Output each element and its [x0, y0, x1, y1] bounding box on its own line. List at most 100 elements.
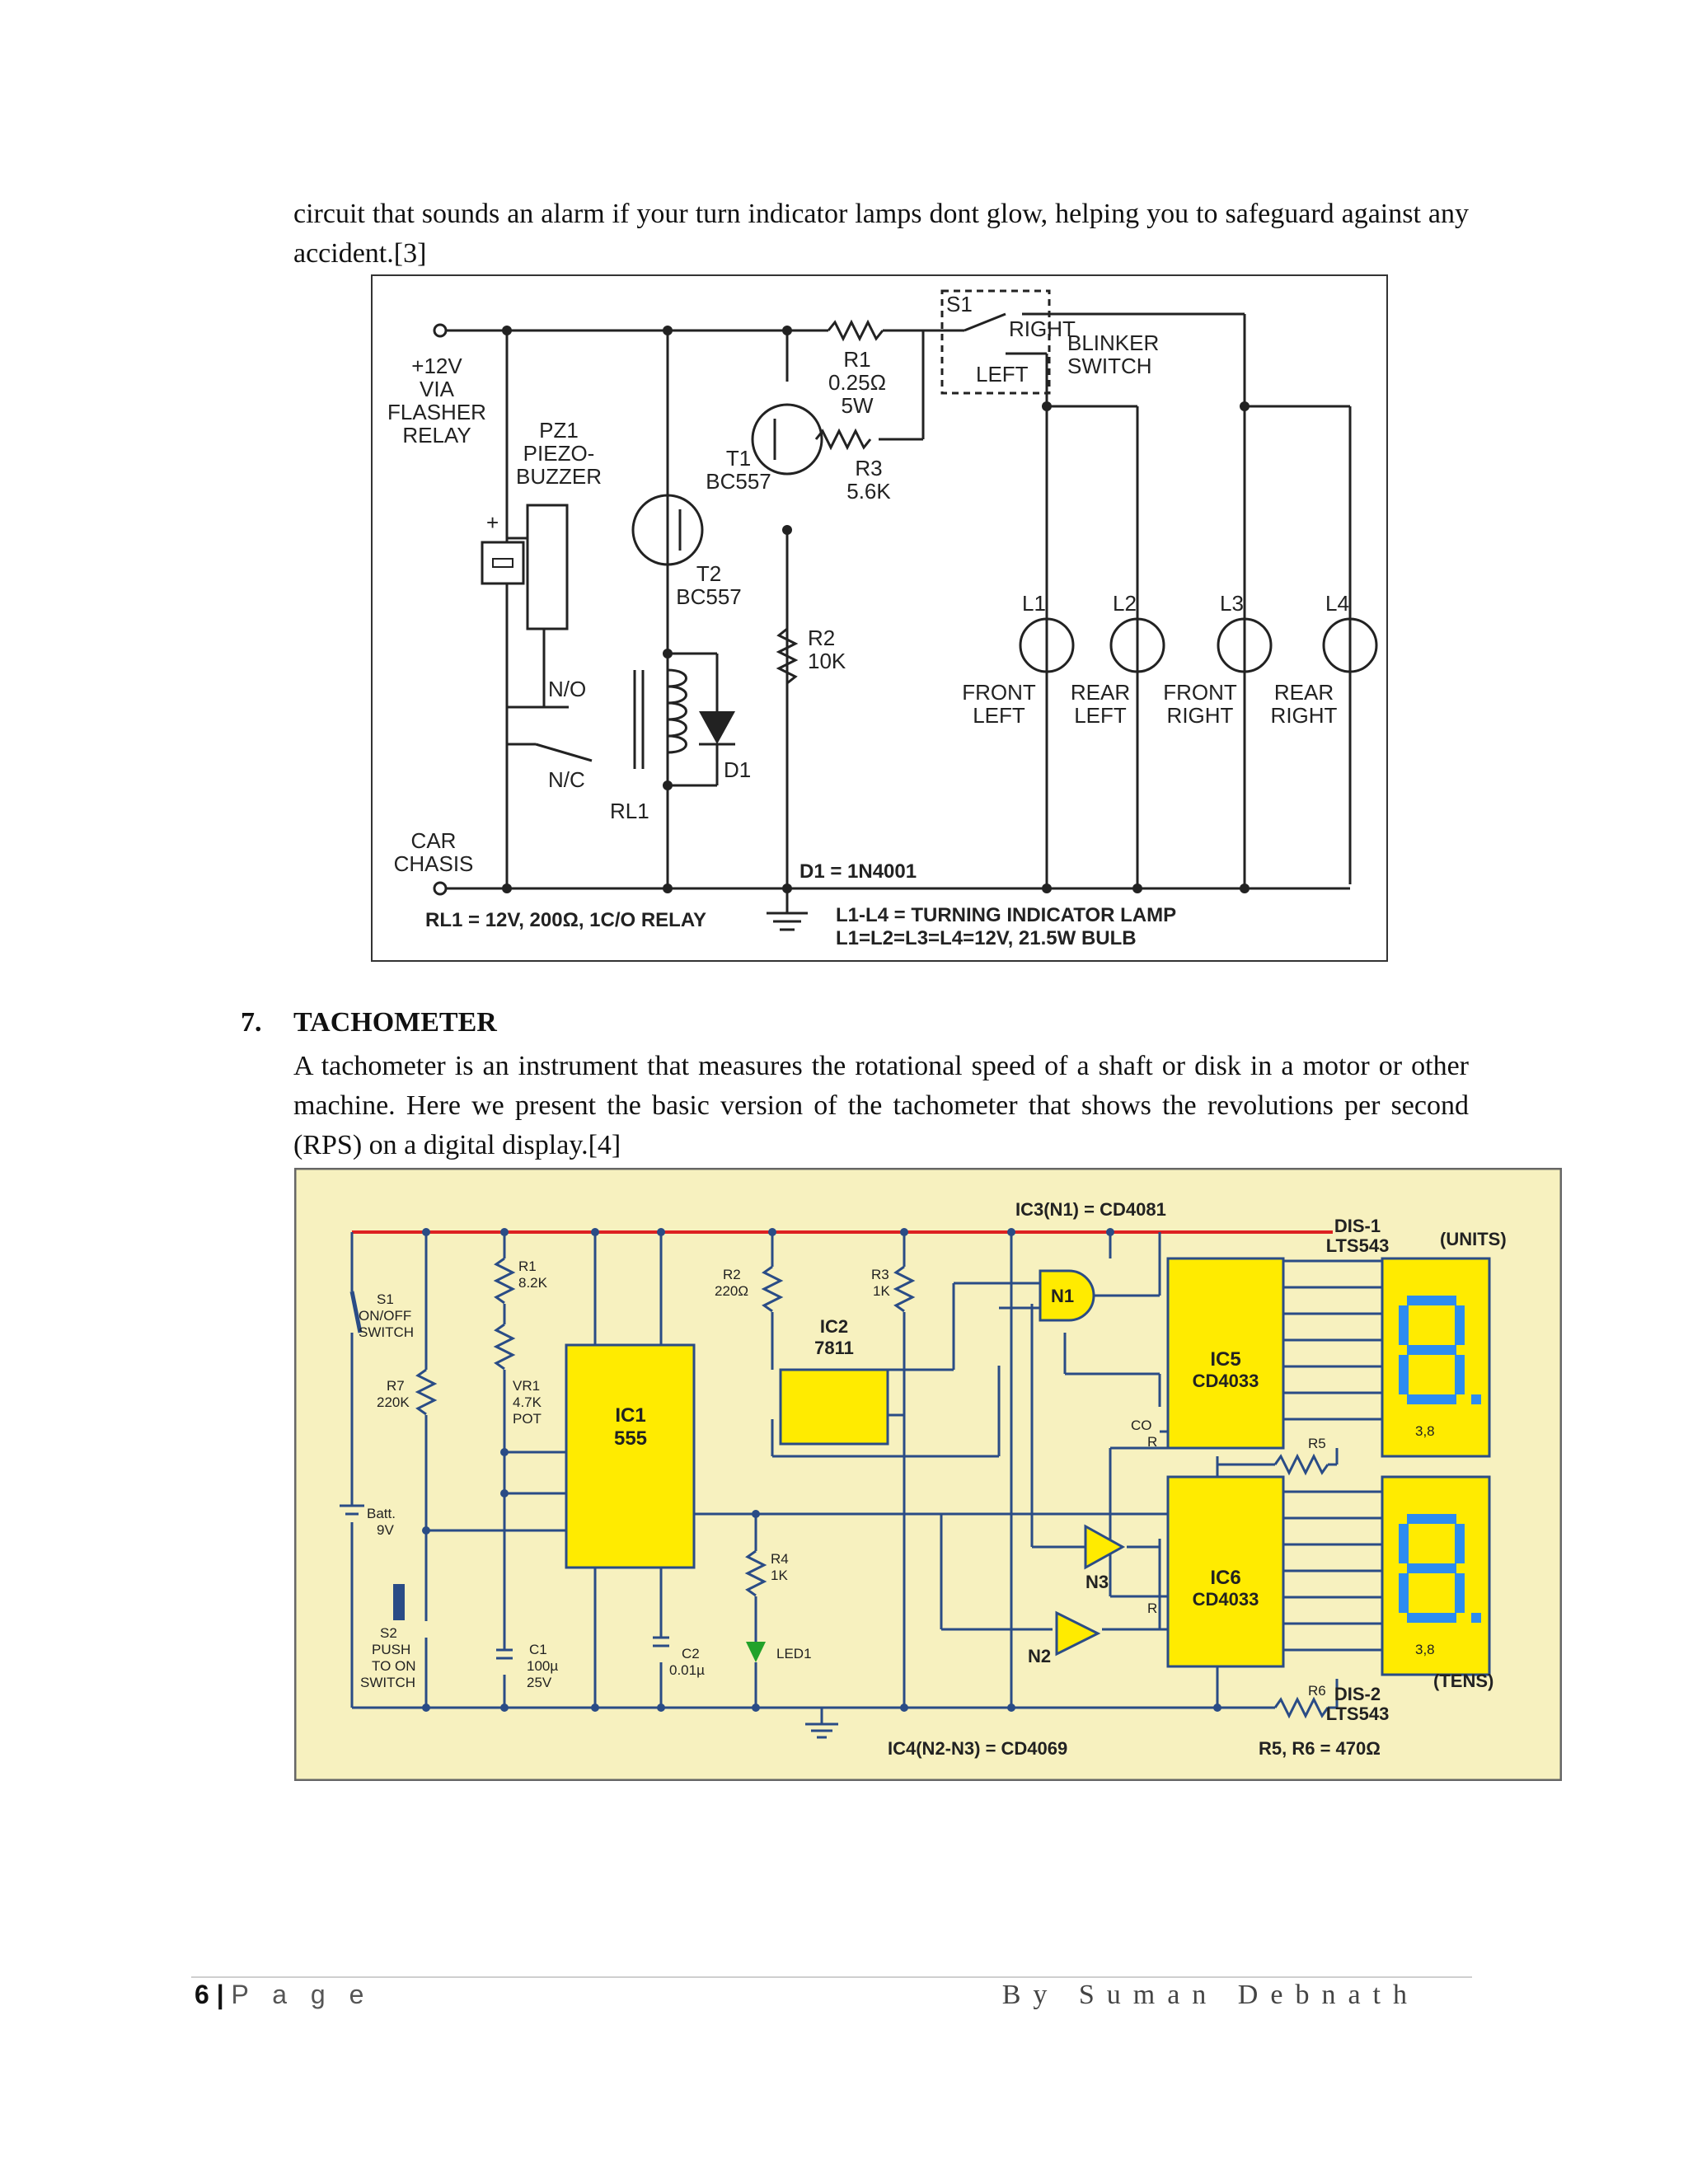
r3-value: 1K: [873, 1283, 890, 1299]
r3-value: 5.6K: [846, 479, 891, 504]
t1-part: BC557: [706, 469, 771, 494]
t1-label: T1: [726, 446, 751, 471]
switch-left-label: LEFT: [976, 362, 1029, 387]
chassis-label-2: CHASIS: [394, 851, 474, 876]
relay-no-label: N/O: [548, 677, 586, 701]
turn-indicator-circuit-figure: +12V VIA FLASHER RELAY CAR CHASIS PZ1 PI…: [371, 274, 1388, 962]
c1-value: 100µ: [527, 1658, 558, 1674]
note-d1: D1 = 1N4001: [799, 860, 917, 883]
supply-label-3: FLASHER: [387, 400, 486, 424]
blinker-label-2: SWITCH: [1067, 354, 1152, 378]
dis1-common: 3,8: [1415, 1423, 1435, 1439]
buzzer-plus: +: [486, 510, 499, 535]
ic1-name: IC1: [615, 1404, 645, 1427]
r2-label: R2: [723, 1267, 741, 1282]
r1-value: 8.2K: [518, 1275, 548, 1291]
dis1-name: DIS-1: [1334, 1216, 1381, 1236]
dis2-name: DIS-2: [1334, 1684, 1381, 1704]
batt-value: 9V: [377, 1522, 394, 1538]
lamp-l2-id: L2: [1113, 591, 1137, 616]
rl1-label: RL1: [610, 799, 649, 823]
c1-voltage: 25V: [527, 1675, 552, 1690]
pz1-label: PZ1: [539, 418, 579, 443]
footer-author: By Suman Debnath: [1001, 1980, 1419, 2010]
ic2-part: 7811: [814, 1338, 854, 1358]
ic2-name: IC2: [820, 1316, 848, 1337]
d1-label: D1: [724, 757, 751, 782]
ic5-name: IC5: [1210, 1348, 1240, 1371]
r5-r6-note: R5, R6 = 470Ω: [1259, 1738, 1381, 1759]
dis2-common: 3,8: [1415, 1642, 1435, 1657]
dis1-units: (UNITS): [1440, 1229, 1507, 1249]
t2-part: BC557: [676, 584, 742, 609]
c2-label: C2: [682, 1646, 700, 1661]
r2-value: 220Ω: [715, 1283, 748, 1299]
supply-label-1: +12V: [411, 354, 462, 378]
s1-label: S1: [377, 1291, 394, 1307]
lamp-l4-id: L4: [1325, 591, 1349, 616]
lamp-l4-line1: REAR: [1274, 680, 1334, 705]
page-number: 6: [195, 1980, 209, 2009]
ic3-note: IC3(N1) = CD4081: [1015, 1199, 1166, 1220]
section-title: TACHOMETER: [293, 1007, 497, 1038]
r1-value: 0.25Ω: [828, 370, 886, 395]
intro-paragraph: circuit that sounds an alarm if your tur…: [293, 199, 1469, 269]
ic5-part: CD4033: [1193, 1371, 1259, 1391]
lamp-l2-line2: LEFT: [1074, 703, 1127, 728]
dis2-part: LTS543: [1326, 1704, 1390, 1724]
ic6-r-label: R: [1147, 1601, 1157, 1616]
section-number: 7.: [241, 1007, 262, 1038]
s2-desc-2: TO ON: [372, 1658, 416, 1674]
note-lamps-1: L1-L4 = TURNING INDICATOR LAMP: [836, 904, 1176, 926]
supply-label-2: VIA: [420, 377, 455, 401]
s2-label: S2: [380, 1625, 397, 1641]
dis2-tens: (TENS): [1433, 1671, 1493, 1691]
ic4-note: IC4(N2-N3) = CD4069: [888, 1738, 1067, 1759]
lamp-l2-line1: REAR: [1071, 680, 1130, 705]
ic5-r-label: R: [1147, 1434, 1157, 1450]
chassis-label-1: CAR: [411, 828, 457, 853]
ic6-name: IC6: [1210, 1567, 1240, 1589]
page-separator: |: [216, 1980, 224, 2009]
r3-label: R3: [871, 1267, 889, 1282]
lamp-l1-line1: FRONT: [962, 680, 1036, 705]
footer-page-label: 6 | P a g e: [195, 1980, 372, 2010]
r1-label: R1: [518, 1258, 537, 1274]
batt-label: Batt.: [367, 1506, 396, 1521]
note-rl1: RL1 = 12V, 200Ω, 1C/O RELAY: [425, 909, 706, 931]
lamp-l1-id: L1: [1022, 591, 1046, 616]
r4-value: 1K: [771, 1568, 788, 1583]
r1-label: R1: [843, 347, 870, 372]
n3-label: N3: [1085, 1572, 1109, 1592]
lamp-l3-line1: FRONT: [1163, 680, 1237, 705]
lamp-l3-line2: RIGHT: [1167, 703, 1234, 728]
footer-divider: [191, 1976, 1472, 1978]
n1-label: N1: [1051, 1286, 1074, 1306]
switch-right-label: RIGHT: [1009, 316, 1076, 341]
dis1-part: LTS543: [1326, 1235, 1390, 1256]
r7-label: R7: [387, 1378, 405, 1394]
c1-label: C1: [529, 1642, 547, 1657]
s2-desc-3: SWITCH: [360, 1675, 415, 1690]
s1-desc-1: ON/OFF: [359, 1308, 411, 1324]
lamp-l1-line2: LEFT: [973, 703, 1025, 728]
pz1-desc-2: BUZZER: [516, 464, 602, 489]
t2-label: T2: [696, 561, 721, 586]
blinker-label-1: BLINKER: [1067, 330, 1159, 355]
lamp-l3-id: L3: [1220, 591, 1244, 616]
r4-label: R4: [771, 1551, 789, 1567]
led1-label: LED1: [776, 1646, 812, 1661]
vr1-type: POT: [513, 1411, 542, 1427]
vr1-label: VR1: [513, 1378, 540, 1394]
supply-label-4: RELAY: [402, 423, 471, 448]
lamp-l4-line2: RIGHT: [1271, 703, 1338, 728]
n2-label: N2: [1028, 1646, 1051, 1666]
r7-value: 220K: [377, 1394, 410, 1410]
r2-value: 10K: [808, 649, 846, 673]
r5-label: R5: [1308, 1436, 1326, 1451]
section-heading: 7. TACHOMETER: [241, 1007, 497, 1038]
page-word: P a g e: [231, 1980, 373, 2009]
s1-desc-2: SWITCH: [359, 1324, 414, 1340]
c2-value: 0.01µ: [669, 1662, 705, 1678]
r3-label: R3: [855, 456, 882, 480]
